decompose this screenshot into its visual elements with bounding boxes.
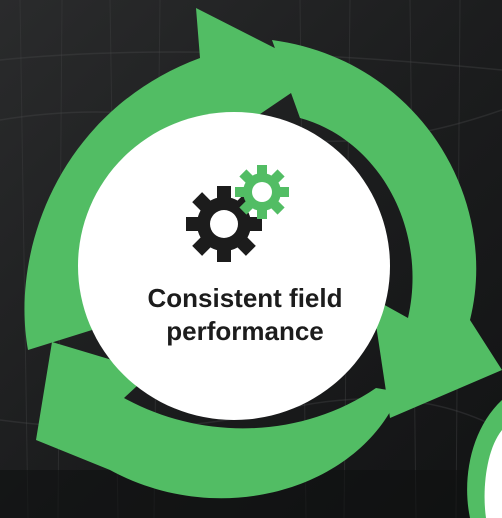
- cycle-arrow-top-left: [24, 8, 323, 350]
- cycle-label: Consistent field performance: [88, 282, 402, 348]
- cycle-label-line1: Consistent field: [147, 283, 343, 313]
- cycle-arrow-right: [272, 40, 502, 418]
- gears-icon: [186, 165, 289, 262]
- cycle-label-line2: performance: [166, 316, 324, 346]
- center-circle: [78, 112, 390, 420]
- cycle-arrow-bottom: [36, 342, 400, 499]
